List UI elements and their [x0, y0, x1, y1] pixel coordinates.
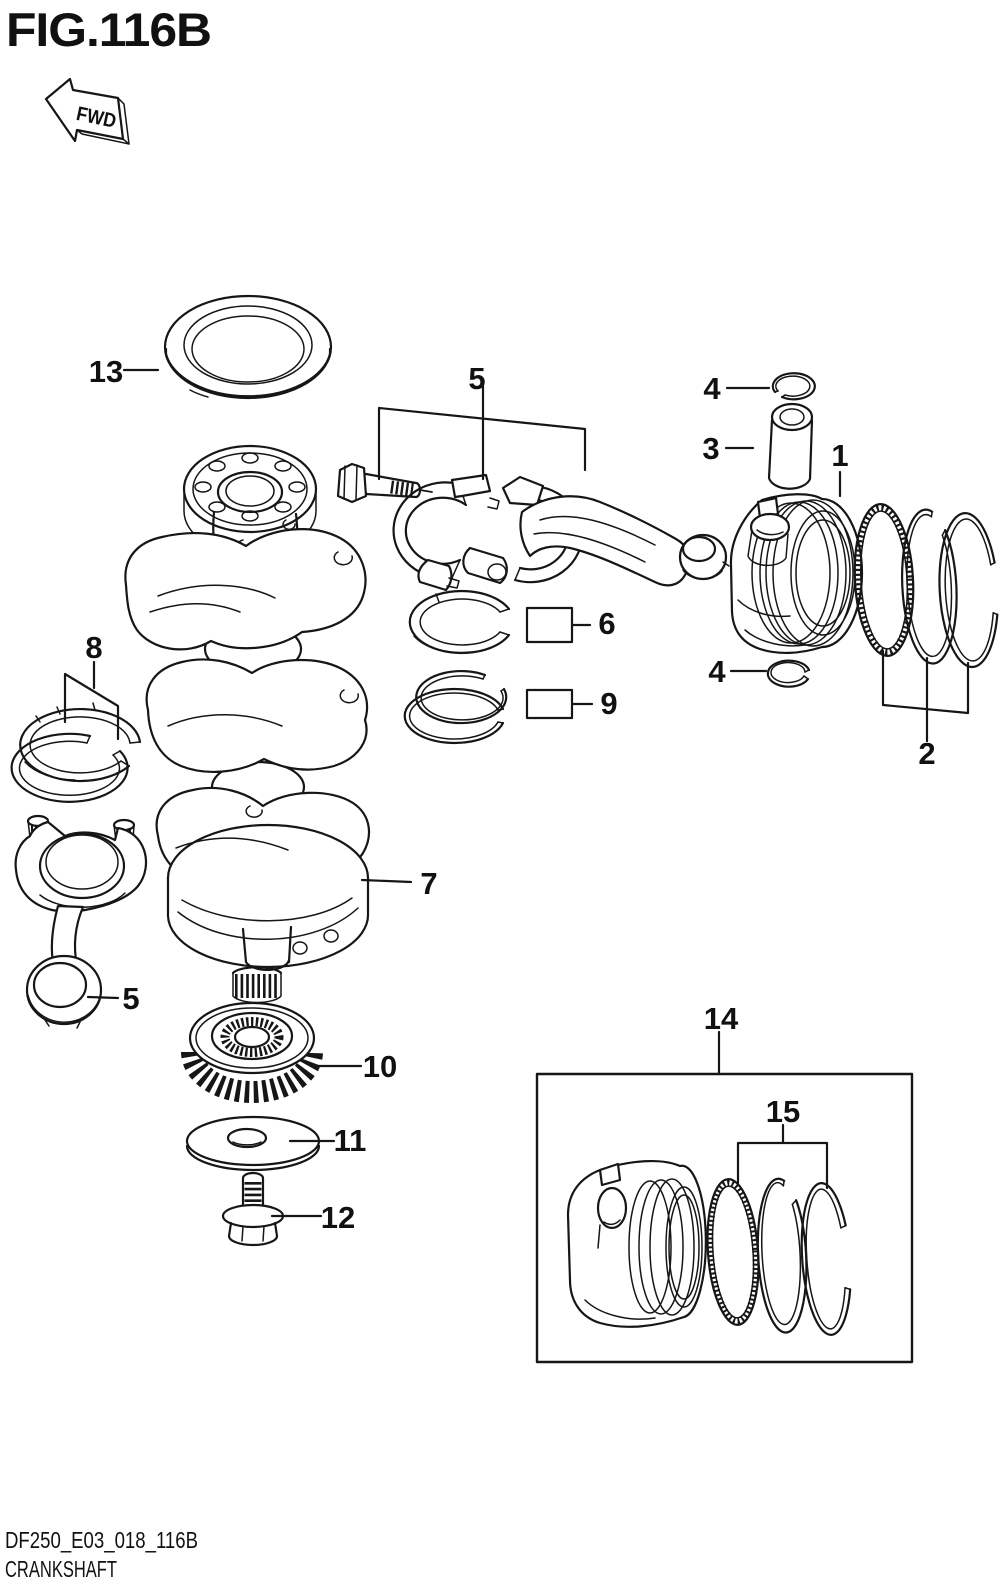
part-callout-12: 12 — [321, 1200, 355, 1235]
snap-ring-upper-drawing — [771, 372, 816, 401]
snap-ring-lower-drawing — [766, 659, 811, 688]
crankpin-bearing-lower-drawing — [403, 670, 508, 745]
piston-set-drawing — [566, 1159, 852, 1336]
part-callout-5-upper: 5 — [468, 361, 485, 396]
part-callout-4-lower: 4 — [708, 654, 726, 689]
figure-title: FIG.116B — [6, 3, 211, 56]
callout-leader-lines — [63, 368, 970, 1218]
callouts: 13 5 4 3 1 8 6 9 4 2 7 5 10 11 12 14 15 — [85, 354, 935, 1235]
piston-set-box — [535, 1072, 914, 1364]
part-callout-15: 15 — [766, 1094, 800, 1129]
part-callout-11: 11 — [334, 1123, 367, 1158]
part-callout-13: 13 — [89, 354, 123, 389]
connecting-rod-lower-drawing — [14, 814, 148, 1029]
part-callout-7: 7 — [420, 866, 437, 901]
fwd-arrow-icon — [44, 77, 130, 145]
crankpin-bearing-upper-drawing — [408, 589, 511, 655]
fwd-arrow-label: FWD — [74, 103, 118, 133]
piston-ring-set-drawing — [853, 502, 999, 669]
part-callout-3: 3 — [702, 431, 719, 466]
main-bearing-set-drawing — [10, 702, 142, 803]
piston-pin-drawing — [767, 402, 814, 490]
bolt-drawing — [221, 1171, 285, 1247]
thrust-ring-drawing — [163, 294, 333, 400]
part-callout-10: 10 — [363, 1049, 397, 1084]
part-callout-8: 8 — [85, 630, 102, 665]
drawing-code: DF250_E03_018_116B — [5, 1527, 198, 1553]
connecting-rod-upper-drawing — [336, 462, 730, 592]
crankshaft-drawing — [124, 444, 371, 1004]
part-callout-14: 14 — [704, 1001, 739, 1036]
part-callout-2: 2 — [918, 736, 935, 771]
part-callout-1: 1 — [831, 438, 848, 473]
washer-drawing — [185, 1115, 321, 1172]
part-callout-5-lower: 5 — [122, 981, 139, 1016]
part-callout-4-upper: 4 — [703, 371, 721, 406]
footer: DF250_E03_018_116B CRANKSHAFT — [5, 1527, 198, 1582]
gear-drawing — [181, 1001, 323, 1103]
part-callout-6: 6 — [598, 606, 615, 641]
piston-drawing — [729, 493, 864, 655]
figure-caption: CRANKSHAFT — [5, 1556, 117, 1582]
part-callout-9: 9 — [600, 686, 617, 721]
